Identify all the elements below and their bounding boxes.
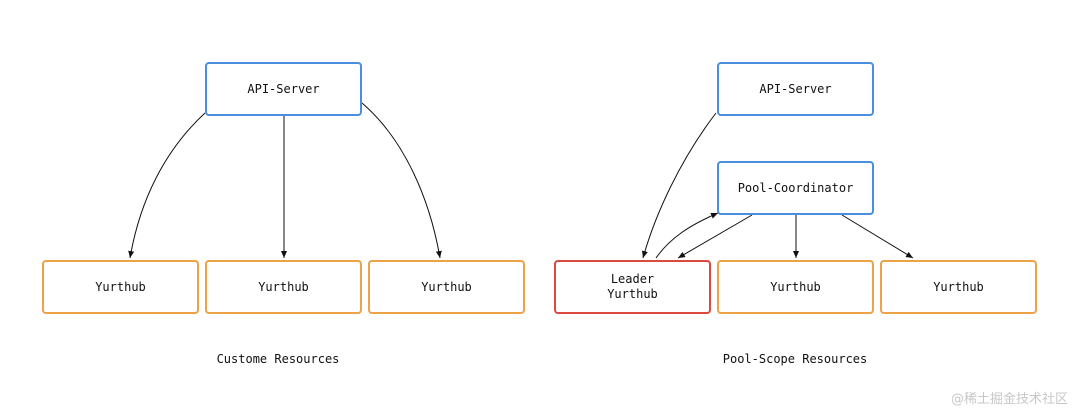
yurthub-node-left-1: Yurthub — [42, 260, 199, 314]
pool-coordinator-node: Pool-Coordinator — [717, 161, 874, 215]
pool-coordinator-label: Pool-Coordinator — [737, 180, 854, 195]
yurthub-node-right-2: Yurthub — [880, 260, 1037, 314]
yurthub-label: Yurthub — [770, 279, 821, 294]
arrow-api-to-yurthub-1 — [128, 112, 206, 259]
yurthub-node-left-2: Yurthub — [205, 260, 362, 314]
api-server-label: API-Server — [247, 81, 320, 96]
arrow-api-to-yurthub-3 — [361, 102, 442, 259]
leader-yurthub-node: Leader Yurthub — [554, 260, 711, 314]
api-server-node-left: API-Server — [205, 62, 362, 116]
caption-pool-scope-resources: Pool-Scope Resources — [722, 352, 868, 366]
api-server-label: API-Server — [759, 81, 832, 96]
yurthub-node-left-3: Yurthub — [368, 260, 525, 314]
yurthub-node-right-1: Yurthub — [717, 260, 874, 314]
yurthub-label: Yurthub — [258, 279, 309, 294]
yurthub-label: Yurthub — [421, 279, 472, 294]
caption-custom-resources: Custome Resources — [216, 352, 340, 366]
arrow-leader-to-coordinator — [655, 212, 719, 259]
arrow-api-to-leader — [641, 112, 717, 259]
yurthub-label: Yurthub — [95, 279, 146, 294]
arrow-coordinator-to-yurthub-b — [841, 214, 914, 259]
arrow-coordinator-to-leader — [677, 214, 753, 259]
yurthub-label: Yurthub — [933, 279, 984, 294]
api-server-node-right: API-Server — [717, 62, 874, 116]
watermark: @稀土掘金技术社区 — [950, 392, 1068, 407]
leader-yurthub-label: Leader Yurthub — [607, 272, 658, 301]
